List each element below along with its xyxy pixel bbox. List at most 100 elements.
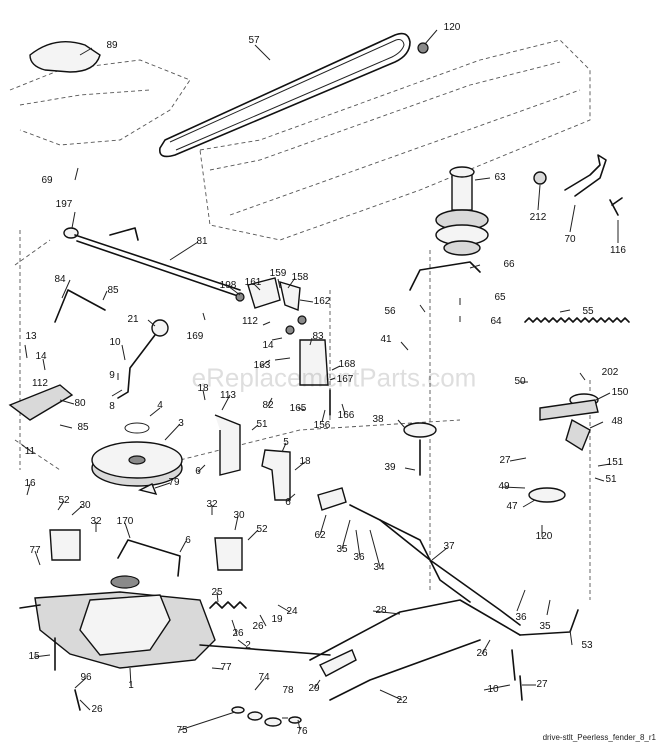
callout-47: 47: [506, 501, 518, 512]
callout-50: 50: [514, 376, 526, 387]
callout-113: 113: [220, 390, 236, 401]
callout-198: 198: [219, 280, 237, 291]
callout-5: 5: [283, 437, 289, 448]
callout-55: 55: [582, 306, 594, 317]
callout-76: 76: [296, 726, 308, 737]
callout-18b: 18: [299, 456, 311, 467]
seat-pad: [29, 41, 101, 73]
callout-18: 18: [197, 383, 209, 394]
engine-pulley: [435, 166, 489, 256]
callout-6: 6: [195, 466, 201, 477]
callout-77: 77: [29, 545, 41, 556]
callout-112: 112: [242, 316, 258, 327]
callout-10b: 10: [487, 684, 499, 695]
control-frame: [117, 539, 181, 577]
lift-rod: [564, 154, 607, 197]
watermark-text: eReplacementParts.com: [191, 362, 477, 393]
callout-150: 150: [611, 387, 629, 398]
transaxle: [19, 575, 331, 669]
callout-1: 1: [128, 680, 134, 691]
callout-26: 26: [252, 621, 264, 632]
callout-85: 85: [107, 285, 119, 296]
callout-158: 158: [291, 272, 309, 283]
brake-link: [54, 289, 106, 323]
rod-nut: [533, 171, 547, 185]
callout-48: 48: [611, 416, 623, 427]
left-brake-bracket: [49, 529, 81, 561]
callout-35b: 35: [539, 621, 551, 632]
callout-112b: 112: [32, 378, 48, 389]
callout-170: 170: [116, 516, 134, 527]
callout-36b: 36: [515, 612, 527, 623]
callout-57: 57: [248, 35, 260, 46]
callout-29: 29: [308, 683, 320, 694]
pedal-grip: [319, 649, 357, 677]
idler-pulley: [403, 422, 437, 438]
axle-hardware: [231, 706, 302, 727]
brake-rod: [409, 261, 481, 291]
callout-85b: 85: [77, 422, 89, 433]
callout-35: 35: [336, 544, 348, 555]
callout-80: 80: [74, 398, 86, 409]
right-brake-bracket: [214, 537, 243, 571]
callout-52: 52: [58, 495, 70, 506]
callout-161: 161: [244, 277, 262, 288]
pin: [609, 197, 623, 216]
callout-116: 116: [610, 245, 626, 256]
callout-69: 69: [41, 175, 53, 186]
transmission-pulley: [91, 422, 183, 487]
callout-6c: 6: [185, 535, 191, 546]
idler-bracket: [261, 449, 291, 501]
callout-26c: 26: [476, 648, 488, 659]
callout-70: 70: [564, 234, 576, 245]
callout-96: 96: [80, 672, 92, 683]
callout-11: 11: [24, 446, 36, 457]
brake-shaft: [63, 227, 241, 297]
callout-79: 79: [168, 477, 180, 488]
callout-65: 65: [494, 292, 506, 303]
callout-27b: 27: [536, 679, 548, 690]
callout-51: 51: [256, 419, 268, 430]
callout-77b: 77: [220, 662, 232, 673]
shift-knob: [151, 319, 169, 337]
callout-151: 151: [606, 457, 624, 468]
callout-163: 163: [253, 360, 271, 371]
callout-66: 66: [503, 259, 515, 270]
callout-34: 34: [373, 562, 385, 573]
callout-6b: 6: [285, 497, 291, 508]
lower-rod: [329, 639, 481, 701]
callout-13: 13: [25, 331, 37, 342]
callout-169: 169: [186, 331, 204, 342]
callout-30b: 30: [233, 510, 245, 521]
callout-167: 167: [336, 374, 354, 385]
callout-26d: 26: [91, 704, 103, 715]
idler-arm: [528, 393, 599, 503]
callout-21: 21: [127, 314, 139, 325]
callout-26b: 26: [232, 628, 244, 639]
callout-78: 78: [282, 685, 294, 696]
compression-spring: [209, 601, 247, 609]
pedal-handle: [317, 487, 347, 511]
callout-166: 166: [337, 410, 355, 421]
callout-81: 81: [196, 236, 208, 247]
callout-52b: 52: [256, 524, 268, 535]
lower-bolt: [74, 689, 81, 711]
callout-63: 63: [494, 172, 506, 183]
callout-15: 15: [28, 651, 40, 662]
callout-197: 197: [55, 199, 73, 210]
callout-84: 84: [54, 274, 66, 285]
callout-120b: 120: [535, 531, 553, 542]
callout-202: 202: [601, 367, 619, 378]
callout-10: 10: [109, 337, 121, 348]
callout-30: 30: [79, 500, 91, 511]
mount-bracket: [214, 414, 241, 476]
callout-156: 156: [313, 420, 331, 431]
frame-outline: [9, 39, 591, 600]
callout-36: 36: [353, 552, 365, 563]
callout-62: 62: [314, 530, 326, 541]
brake-plate: [8, 384, 74, 421]
drive-belt: [158, 32, 411, 158]
callout-3: 3: [178, 418, 184, 429]
